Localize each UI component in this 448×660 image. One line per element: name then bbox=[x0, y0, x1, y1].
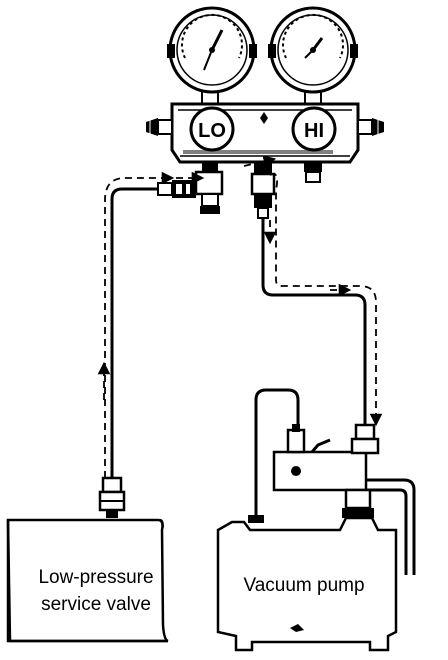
service-valve-label-line2: service valve bbox=[41, 594, 151, 615]
manifold-center-port bbox=[250, 162, 276, 219]
right-side-fitting bbox=[357, 118, 384, 136]
service-valve-label-line1: Low-pressure bbox=[38, 567, 153, 588]
service-valve-connector bbox=[98, 476, 126, 518]
pump-valve-block bbox=[272, 423, 380, 547]
high-pressure-gauge bbox=[268, 6, 358, 105]
hi-label: HI bbox=[304, 120, 324, 142]
flow-arrows bbox=[97, 155, 383, 478]
vacuum-pump: Vacuum pump bbox=[216, 515, 398, 652]
high-side-valve-knob[interactable]: HI bbox=[291, 106, 337, 152]
low-hose-connector bbox=[157, 180, 196, 198]
vacuum-pump-label: Vacuum pump bbox=[243, 575, 364, 596]
manifold-high-port bbox=[304, 162, 322, 183]
lo-label: LO bbox=[198, 120, 226, 142]
manifold-low-port bbox=[194, 162, 224, 214]
low-side-valve-knob[interactable]: LO bbox=[189, 106, 235, 152]
low-pressure-service-valve: Low-pressure service valve bbox=[6, 518, 169, 643]
low-pressure-gauge bbox=[167, 6, 257, 105]
hoses bbox=[110, 187, 416, 575]
left-side-fitting bbox=[146, 118, 173, 136]
